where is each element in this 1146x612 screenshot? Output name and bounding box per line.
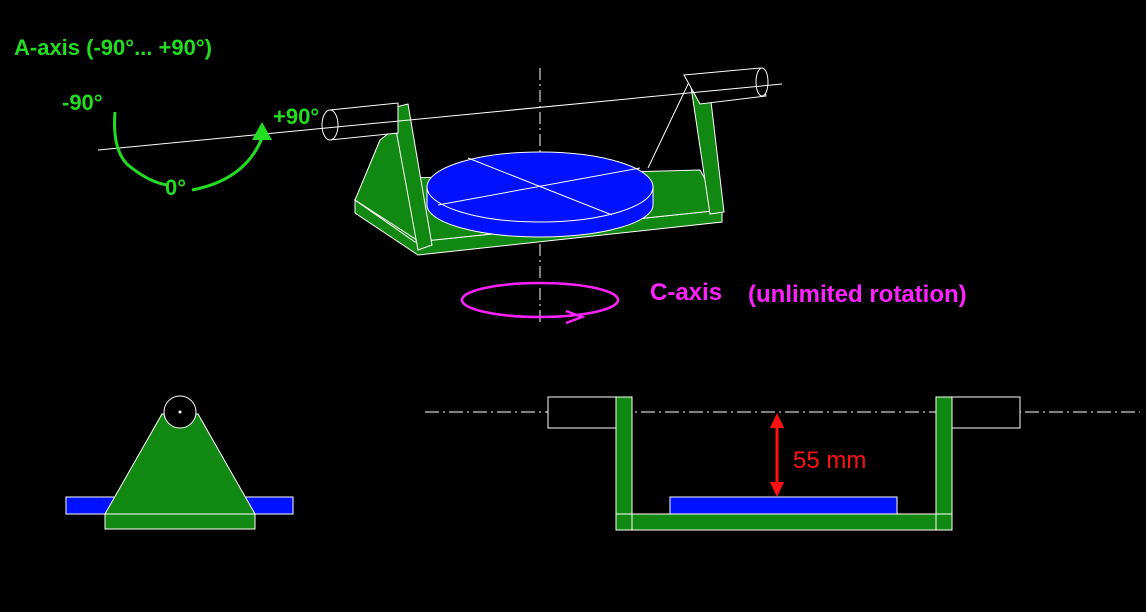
c-axis-rotation-arrow bbox=[460, 281, 620, 325]
side-right-shaft bbox=[951, 396, 1021, 429]
side-base bbox=[615, 513, 953, 531]
c-axis-subtitle: (unlimited rotation) bbox=[748, 281, 967, 308]
side-table bbox=[669, 496, 898, 515]
right-shaft bbox=[683, 67, 769, 105]
isometric-view bbox=[97, 67, 783, 325]
a-axis-zero-label: 0° bbox=[165, 175, 186, 200]
front-view bbox=[65, 395, 294, 530]
a-axis-rotation-arrow bbox=[113, 111, 272, 192]
rotary-table bbox=[426, 151, 654, 238]
left-shaft bbox=[321, 102, 399, 141]
side-left-upright bbox=[615, 396, 633, 531]
a-axis-neg-label: -90° bbox=[62, 90, 103, 115]
a-axis-pos-label: +90° bbox=[273, 104, 319, 129]
dimension-arrow bbox=[770, 413, 784, 497]
dimension-label: 55 mm bbox=[793, 447, 866, 474]
side-view bbox=[425, 396, 1140, 531]
side-right-upright bbox=[935, 396, 953, 531]
front-support bbox=[104, 413, 256, 515]
left-upright bbox=[391, 103, 433, 251]
side-left-shaft bbox=[547, 396, 617, 429]
c-axis-title: C-axis bbox=[650, 279, 722, 306]
a-axis-title: A-axis (-90°... +90°) bbox=[14, 35, 212, 60]
a-axis-line bbox=[97, 83, 783, 151]
front-base bbox=[104, 513, 256, 530]
